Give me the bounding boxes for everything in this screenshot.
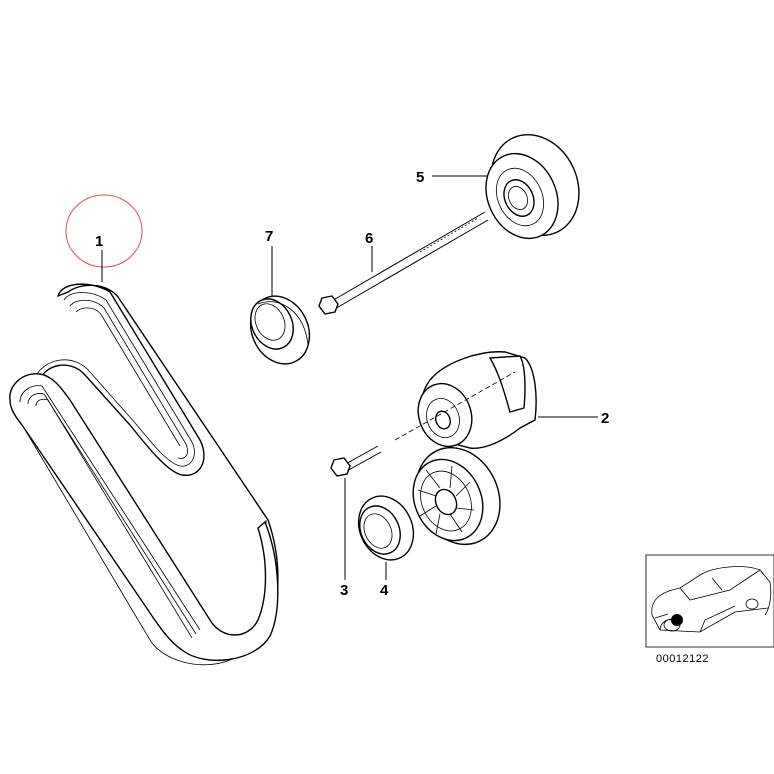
- part-6-long-bolt[interactable]: [318, 211, 489, 315]
- callout-5: 5: [416, 169, 424, 186]
- callout-6: 6: [365, 230, 373, 247]
- car-locator-inset: 00012122: [645, 554, 774, 665]
- highlight-circle: [65, 194, 143, 268]
- part-5-idler-pulley[interactable]: [473, 120, 595, 250]
- part-1-drive-belt[interactable]: [9, 283, 279, 666]
- reference-number: 00012122: [656, 653, 709, 665]
- location-dot-icon: [671, 614, 683, 626]
- part-7-cover-cap[interactable]: [240, 286, 320, 373]
- callout-3: 3: [340, 582, 348, 599]
- part-2-belt-tensioner[interactable]: [394, 351, 537, 454]
- part-4-cover-cap[interactable]: [348, 487, 423, 569]
- callout-1: 1: [95, 233, 103, 250]
- callout-2: 2: [601, 410, 609, 427]
- part-3-hex-bolt[interactable]: [330, 445, 382, 477]
- callout-4: 4: [380, 582, 389, 599]
- callout-7: 7: [265, 228, 273, 245]
- tensioner-pulley: [412, 446, 501, 546]
